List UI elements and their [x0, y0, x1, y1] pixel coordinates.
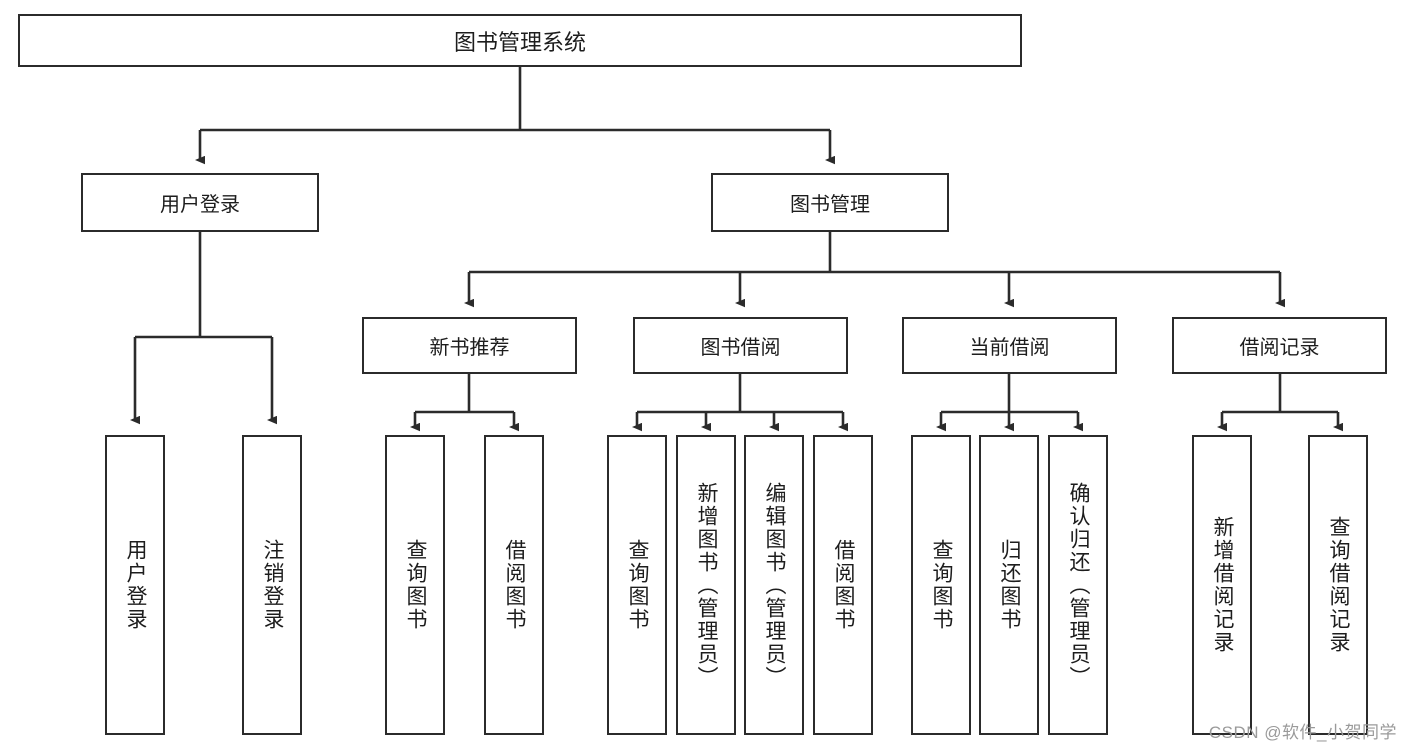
node-label: 图书借阅	[700, 337, 781, 359]
csdn-watermark: CSDN @软件_小贺同学	[1208, 723, 1397, 742]
node-leaf-query-book-2[interactable]: 查询图书	[607, 435, 667, 735]
node-leaf-logout[interactable]: 注销登录	[242, 435, 302, 735]
node-leaf-query-record[interactable]: 查询借阅记录	[1308, 435, 1368, 735]
node-label: 查询图书	[930, 539, 954, 631]
node-leaf-query-book-3[interactable]: 查询图书	[911, 435, 971, 735]
node-leaf-query-book-1[interactable]: 查询图书	[385, 435, 445, 735]
node-label: 借阅记录	[1239, 337, 1320, 359]
node-label: 用户登录	[124, 539, 148, 631]
node-label: 查询图书	[626, 539, 650, 631]
node-label: 用户登录	[160, 194, 240, 216]
node-borrow-record[interactable]: 借阅记录	[1172, 317, 1387, 374]
node-label: 查询借阅记录	[1327, 516, 1351, 654]
node-new-book-recommend[interactable]: 新书推荐	[362, 317, 577, 374]
node-leaf-add-record[interactable]: 新增借阅记录	[1192, 435, 1252, 735]
node-leaf-confirm-return[interactable]: 确认归还（管理员）	[1048, 435, 1108, 735]
node-label: 新增借阅记录	[1211, 516, 1235, 654]
node-root-system[interactable]: 图书管理系统	[18, 14, 1022, 67]
node-leaf-borrow-book-2[interactable]: 借阅图书	[813, 435, 873, 735]
node-leaf-return-book[interactable]: 归还图书	[979, 435, 1039, 735]
node-label: 编辑图书（管理员）	[763, 481, 787, 689]
node-leaf-add-book[interactable]: 新增图书（管理员）	[676, 435, 736, 735]
node-book-management[interactable]: 图书管理	[711, 173, 949, 232]
node-current-borrow[interactable]: 当前借阅	[902, 317, 1117, 374]
node-label: 图书管理	[790, 194, 870, 216]
node-label: 确认归还（管理员）	[1067, 481, 1091, 689]
node-label: 借阅图书	[832, 539, 856, 631]
node-book-borrow[interactable]: 图书借阅	[633, 317, 848, 374]
node-label: 注销登录	[261, 539, 285, 631]
node-label: 归还图书	[998, 539, 1022, 631]
node-label: 图书管理系统	[453, 29, 586, 55]
node-user-login[interactable]: 用户登录	[81, 173, 319, 232]
node-leaf-user-login[interactable]: 用户登录	[105, 435, 165, 735]
node-leaf-edit-book[interactable]: 编辑图书（管理员）	[744, 435, 804, 735]
node-label: 查询图书	[404, 539, 428, 631]
node-label: 新书推荐	[429, 337, 510, 359]
node-label: 新增图书（管理员）	[695, 481, 719, 689]
node-label: 当前借阅	[969, 337, 1050, 359]
node-label: 借阅图书	[503, 539, 527, 631]
node-leaf-borrow-book-1[interactable]: 借阅图书	[484, 435, 544, 735]
